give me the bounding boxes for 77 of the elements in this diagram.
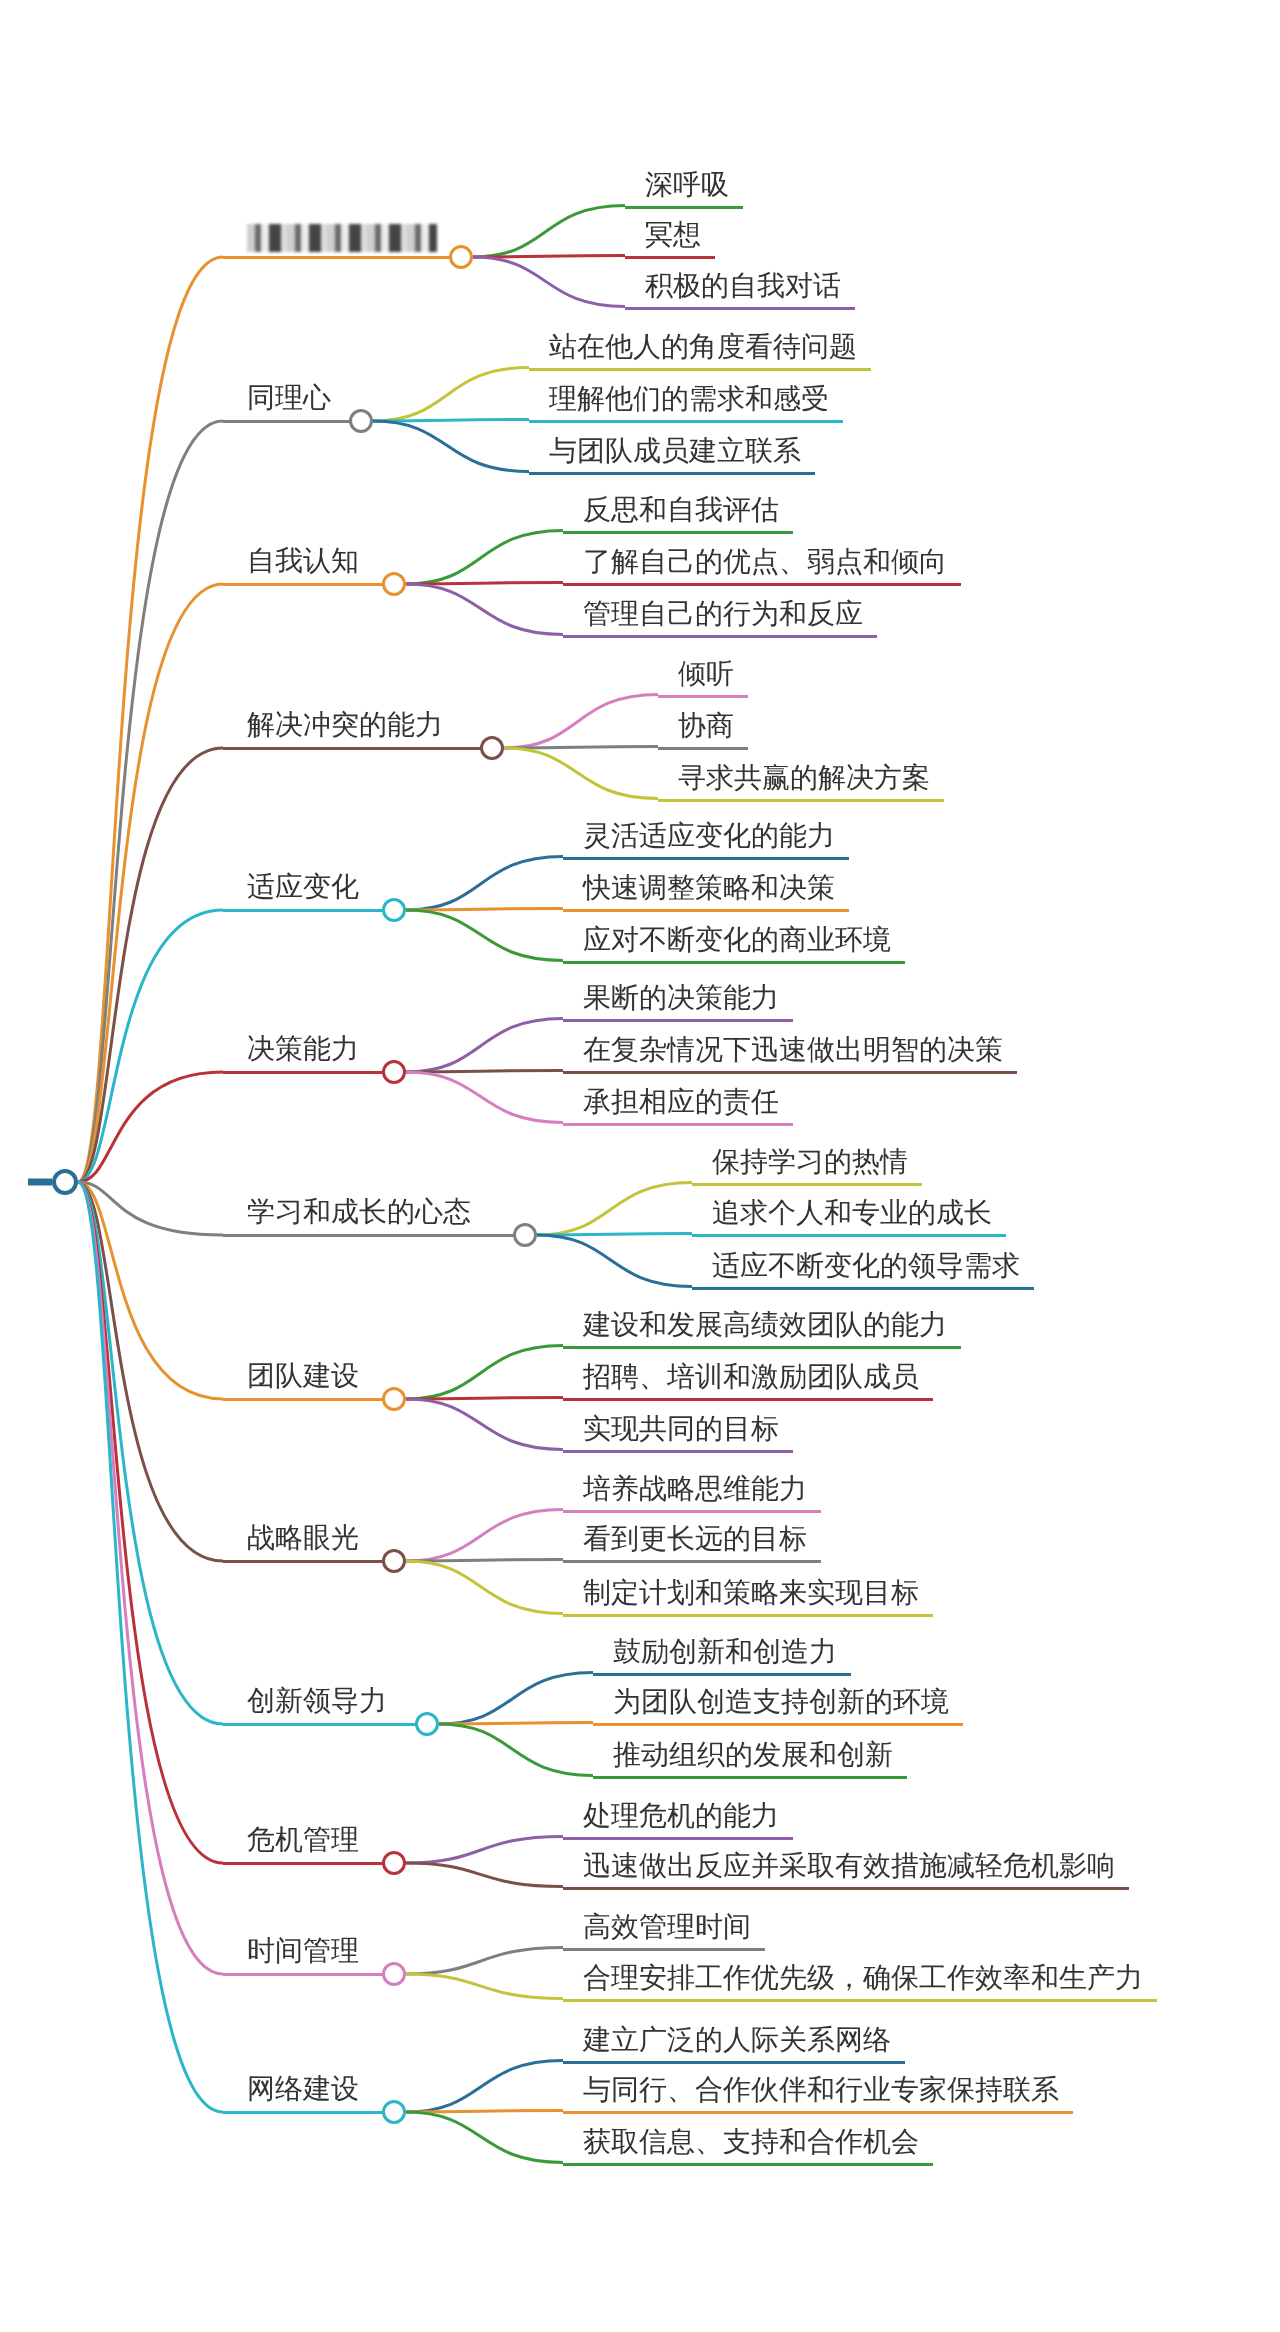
branch-line <box>405 1559 564 1615</box>
branch-line <box>406 2109 563 2114</box>
topic-label: 时间管理 <box>247 1933 359 1969</box>
subtopic-label: 获取信息、支持和合作机会 <box>563 2121 933 2166</box>
subtopic-label: 建设和发展高绩效团队的能力 <box>563 1304 961 1349</box>
topic-label: 解决冲突的能力 <box>247 707 443 743</box>
subtopic-label: 看到更长远的目标 <box>563 1518 821 1563</box>
branch-line <box>405 908 564 962</box>
subtopic-label: 深呼吸 <box>625 164 743 209</box>
branch-line <box>373 418 529 423</box>
branch-line <box>405 1835 564 1865</box>
branch-line <box>405 1070 564 1124</box>
branch-line <box>503 746 659 800</box>
subtopic-label: 倾听 <box>658 653 748 698</box>
subtopic-label: 协商 <box>658 705 748 750</box>
branch-line <box>405 1972 564 2000</box>
subtopic-label: 积极的自我对话 <box>625 265 855 310</box>
subtopic-label: 为团队创造支持创新的环境 <box>593 1681 963 1726</box>
subtopic-label: 理解他们的需求和感受 <box>529 378 843 423</box>
subtopic-label: 高效管理时间 <box>563 1906 765 1951</box>
branch-line <box>406 1396 563 1401</box>
branch-line <box>77 1070 224 1184</box>
branch-line <box>406 1558 563 1563</box>
branch-line <box>405 1397 564 1451</box>
subtopic-label: 追求个人和专业的成长 <box>692 1192 1006 1237</box>
branch-line <box>405 2110 564 2164</box>
subtopic-label: 招聘、培训和激励团队成员 <box>563 1356 933 1401</box>
subtopic-label: 快速调整策略和决策 <box>563 867 849 912</box>
subtopic-label: 合理安排工作优先级，确保工作效率和生产力 <box>563 1957 1157 2002</box>
subtopic-label: 保持学习的热情 <box>692 1141 922 1186</box>
topic-label: 自我认知 <box>247 543 359 579</box>
topic-label: 创新领导力 <box>247 1683 387 1719</box>
branch-line <box>406 907 563 912</box>
topic-label: 战略眼光 <box>247 1520 359 1556</box>
subtopic-label: 在复杂情况下迅速做出明智的决策 <box>563 1029 1017 1074</box>
subtopic-label: 站在他人的角度看待问题 <box>529 326 871 371</box>
subtopic-label: 反思和自我评估 <box>563 489 793 534</box>
subtopic-label: 培养战略思维能力 <box>563 1468 821 1513</box>
subtopic-label: 管理自己的行为和反应 <box>563 593 877 638</box>
topic-label: 适应变化 <box>247 869 359 905</box>
subtopic-label: 迅速做出反应并采取有效措施减轻危机影响 <box>563 1845 1129 1890</box>
branch-line <box>473 254 625 259</box>
subtopic-label: 应对不断变化的商业环境 <box>563 919 905 964</box>
branch-line <box>405 1946 564 1976</box>
branch-line <box>405 582 564 636</box>
subtopic-label: 果断的决策能力 <box>563 977 793 1022</box>
subtopic-label: 与同行、合作伙伴和行业专家保持联系 <box>563 2069 1073 2114</box>
branch-line <box>504 745 658 750</box>
subtopic-label: 适应不断变化的领导需求 <box>692 1245 1034 1290</box>
subtopic-label: 处理危机的能力 <box>563 1795 793 1840</box>
subtopic-label: 实现共同的目标 <box>563 1408 793 1453</box>
subtopic-label: 与团队成员建立联系 <box>529 430 815 475</box>
branch-line <box>537 1232 692 1237</box>
subtopic-label: 鼓励创新和创造力 <box>593 1631 851 1676</box>
subtopic-label: 承担相应的责任 <box>563 1081 793 1126</box>
branch-line <box>406 581 563 586</box>
topic-label: 网络建设 <box>247 2071 359 2107</box>
topic-label: 学习和成长的心态 <box>247 1194 471 1230</box>
subtopic-label: 推动组织的发展和创新 <box>593 1734 907 1779</box>
branch-line <box>439 1721 593 1726</box>
branch-line <box>438 1722 594 1777</box>
topic-label: 同理心 <box>247 380 331 416</box>
branch-line <box>472 255 626 308</box>
branch-line <box>405 1861 564 1888</box>
subtopic-label: 建立广泛的人际关系网络 <box>563 2019 905 2064</box>
topic-label: 决策能力 <box>247 1031 359 1067</box>
subtopic-label: 制定计划和策略来实现目标 <box>563 1572 933 1617</box>
branch-line <box>372 419 530 473</box>
subtopic-label: 冥想 <box>625 214 715 259</box>
subtopic-label: 寻求共赢的解决方案 <box>658 757 944 802</box>
subtopic-label: 了解自己的优点、弱点和倾向 <box>563 541 961 586</box>
subtopic-label: 灵活适应变化的能力 <box>563 815 849 860</box>
root-circle <box>52 1169 78 1195</box>
branch-line <box>536 1233 693 1288</box>
topic-label: 危机管理 <box>247 1822 359 1858</box>
topic-label: 团队建设 <box>247 1358 359 1394</box>
branch-line <box>406 1069 563 1074</box>
